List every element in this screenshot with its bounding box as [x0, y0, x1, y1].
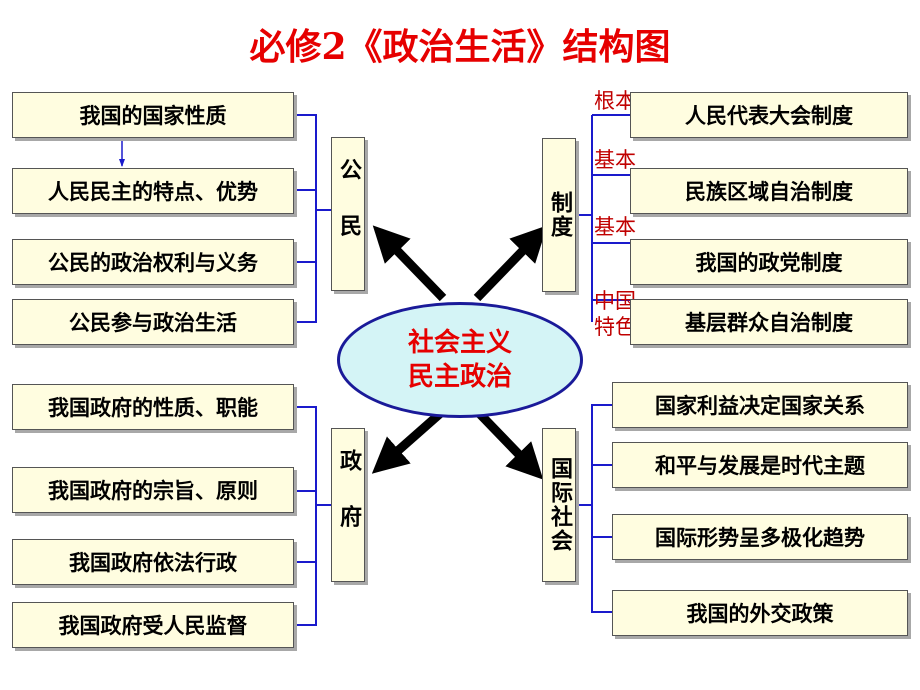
system-tag: 中国特色: [594, 289, 636, 339]
citizen-category-box: 公民: [331, 137, 365, 291]
center-topic-line2: 民主政治: [407, 362, 512, 392]
government-item-box: 我国政府的宗旨、原则: [12, 467, 294, 513]
system-item-box: 基层群众自治制度: [630, 299, 908, 345]
citizen-item-box: 人民民主的特点、优势: [12, 168, 294, 214]
government-item-box: 我国政府受人民监督: [12, 602, 294, 648]
system-item-box: 民族区域自治制度: [630, 168, 908, 214]
page-title: 必修2《政治生活》结构图: [249, 26, 671, 68]
system-item-box: 人民代表大会制度: [630, 92, 908, 138]
system-tag: 基本: [594, 148, 636, 172]
citizen-item-box: 公民的政治权利与义务: [12, 239, 294, 285]
international-item-box: 国际形势呈多极化趋势: [612, 514, 908, 560]
system-tag: 根本: [594, 89, 636, 113]
center-topic-ellipse: 社会主义 民主政治: [337, 302, 583, 418]
government-item-box: 我国政府依法行政: [12, 539, 294, 585]
government-category-box: 政府: [331, 428, 365, 582]
international-item-box: 国家利益决定国家关系: [612, 382, 908, 428]
citizen-item-box: 我国的国家性质: [12, 92, 294, 138]
system-tag: 基本: [594, 215, 636, 239]
system-category-box: 制度: [542, 138, 576, 292]
international-item-box: 和平与发展是时代主题: [612, 442, 908, 488]
international-category-box: 国际社会: [542, 428, 576, 582]
center-topic-line1: 社会主义: [407, 328, 512, 358]
system-item-box: 我国的政党制度: [630, 239, 908, 285]
government-item-box: 我国政府的性质、职能: [12, 384, 294, 430]
citizen-item-box: 公民参与政治生活: [12, 299, 294, 345]
international-item-box: 我国的外交政策: [612, 590, 908, 636]
